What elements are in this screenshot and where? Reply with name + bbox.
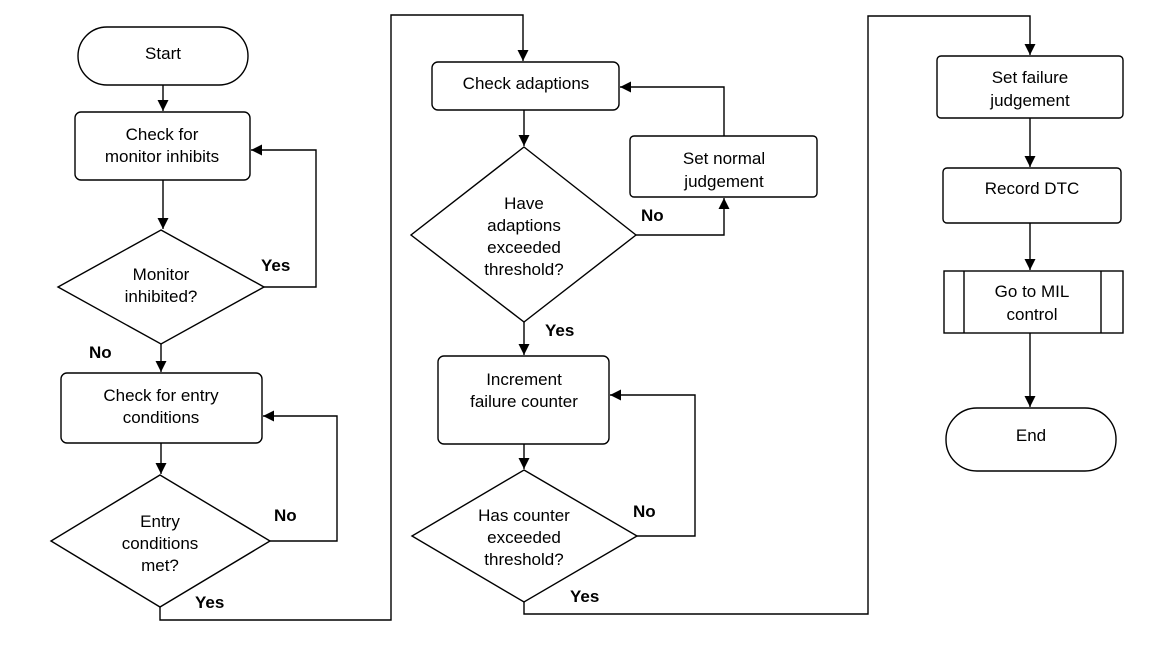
entry-met-line-3: met? — [141, 556, 179, 575]
adaptions-exceeded-line-4: threshold? — [484, 260, 563, 279]
adaptions-no-label: No — [641, 206, 664, 225]
check-entry-line-1: Check for entry — [103, 386, 219, 405]
adaptions-exceeded-line-1: Have — [504, 194, 544, 213]
edge-entry-no-loop — [263, 410, 338, 542]
check-entry-process: Check for entry conditions — [60, 372, 263, 444]
increment-counter-process: Increment failure counter — [437, 355, 610, 445]
check-inhibits-line-2: monitor inhibits — [105, 147, 219, 166]
counter-exceeded-line-3: threshold? — [484, 550, 563, 569]
end-terminal: End — [945, 407, 1117, 472]
start-label: Start — [145, 44, 181, 63]
set-failure-line-1: Set failure — [992, 68, 1069, 87]
check-adaptions-process: Check adaptions — [431, 61, 620, 111]
edge-counter-no-loop — [610, 389, 696, 537]
goto-mil-subprocess: Go to MIL control — [943, 270, 1124, 334]
goto-mil-line-2: control — [1006, 305, 1057, 324]
set-normal-line-1: Set normal — [683, 149, 765, 168]
check-inhibits-process: Check for monitor inhibits — [74, 111, 251, 181]
edge-inhibited-yes-loop — [251, 144, 317, 288]
monitor-inhibited-line-1: Monitor — [133, 265, 190, 284]
inhibited-yes-label: Yes — [261, 256, 290, 275]
record-dtc-process: Record DTC — [942, 167, 1122, 224]
check-entry-line-2: conditions — [123, 408, 200, 427]
edge-set-normal-to-check-adaptions — [620, 81, 725, 136]
edge-entry-yes-to-check-adaptions — [159, 14, 529, 621]
end-label: End — [1016, 426, 1046, 445]
edge-adaptions-no — [636, 198, 730, 236]
counter-no-label: No — [633, 502, 656, 521]
edge-counter-yes-to-set-failure — [523, 15, 1036, 615]
increment-counter-line-1: Increment — [486, 370, 562, 389]
set-failure-line-2: judgement — [989, 91, 1070, 110]
inhibited-no-label: No — [89, 343, 112, 362]
set-normal-process: Set normal judgement — [629, 135, 818, 198]
goto-mil-line-1: Go to MIL — [995, 282, 1070, 301]
counter-yes-label: Yes — [570, 587, 599, 606]
check-inhibits-line-1: Check for — [126, 125, 199, 144]
entry-met-line-2: conditions — [122, 534, 199, 553]
check-adaptions-label: Check adaptions — [463, 74, 590, 93]
adaptions-yes-label: Yes — [545, 321, 574, 340]
monitor-inhibited-decision: Monitor inhibited? — [56, 229, 266, 345]
entry-yes-label: Yes — [195, 593, 224, 612]
start-terminal: Start — [77, 26, 249, 86]
monitor-inhibited-line-2: inhibited? — [125, 287, 198, 306]
set-normal-line-2: judgement — [683, 172, 764, 191]
entry-no-label: No — [274, 506, 297, 525]
adaptions-exceeded-decision: Have adaptions exceeded threshold? — [409, 146, 638, 323]
counter-exceeded-line-2: exceeded — [487, 528, 561, 547]
set-failure-process: Set failure judgement — [936, 55, 1124, 119]
entry-met-line-1: Entry — [140, 512, 180, 531]
entry-met-decision: Entry conditions met? — [49, 474, 272, 608]
increment-counter-line-2: failure counter — [470, 392, 578, 411]
counter-exceeded-decision: Has counter exceeded threshold? — [410, 469, 639, 603]
record-dtc-label: Record DTC — [985, 179, 1079, 198]
adaptions-exceeded-line-2: adaptions — [487, 216, 561, 235]
adaptions-exceeded-line-3: exceeded — [487, 238, 561, 257]
counter-exceeded-line-1: Has counter — [478, 506, 570, 525]
